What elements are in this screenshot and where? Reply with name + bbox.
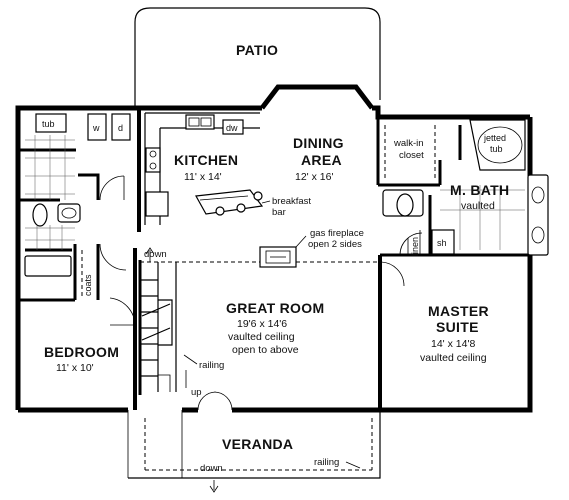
bath-tub: [24, 255, 72, 277]
breakfast-bar-island: [195, 189, 264, 215]
walkin-closet-label-line1: walk-in: [393, 138, 424, 149]
bedroom-size: 11' x 10': [56, 362, 94, 374]
master-suite-label-line1: MASTER: [428, 303, 489, 319]
kitchen: dw: [144, 112, 264, 225]
veranda-railing-label: railing: [314, 457, 339, 468]
jetted-tub: [469, 119, 526, 171]
mbath-toilet: [396, 193, 414, 217]
patio-label: PATIO: [236, 42, 278, 58]
laundry-tub: [35, 113, 67, 133]
laundry-area: tub w d: [25, 113, 131, 201]
fireplace-label-line1: gas fireplace: [310, 228, 364, 239]
fireplace-label-line2: open 2 sides: [308, 239, 362, 250]
stair-up-label: up: [191, 387, 202, 398]
dryer: [111, 113, 131, 141]
dishwasher-label: dw: [226, 123, 238, 133]
breakfast-bar-label-line1: breakfast: [272, 196, 311, 207]
bedroom-label: BEDROOM: [44, 344, 119, 360]
washer: [87, 113, 107, 141]
hall-bath: [24, 203, 127, 277]
master-suite-size: 14' x 14'8: [431, 338, 475, 350]
jetted-tub-label-line2: tub: [490, 144, 503, 154]
patio: [134, 7, 381, 108]
toilet: [32, 203, 48, 227]
laundry-tub-label: tub: [42, 119, 55, 129]
mbath-label: M. BATH: [450, 182, 509, 198]
kitchen-sink: [185, 114, 215, 130]
refrigerator: [145, 191, 169, 217]
great-room-note-line2: open to above: [232, 344, 299, 356]
stairs: [140, 247, 177, 392]
kitchen-size: 11' x 14': [184, 171, 222, 183]
stair-railing-label: railing: [199, 360, 224, 371]
shower-label: sh: [437, 238, 447, 248]
mbath-note: vaulted: [461, 200, 495, 212]
fireplace: [140, 235, 380, 268]
stair-down-label: down: [144, 249, 167, 260]
coats-closet: coats: [81, 250, 93, 296]
master-bath: [382, 119, 549, 256]
mbath-vanity: [527, 174, 549, 256]
dryer-label: d: [118, 123, 123, 133]
master-suite-label-line2: SUITE: [436, 319, 479, 335]
dining-label-line1: DINING: [293, 135, 344, 151]
linen-label: linen: [410, 237, 420, 256]
jetted-tub-label-line1: jetted: [483, 133, 506, 143]
kitchen-label: KITCHEN: [174, 152, 238, 168]
dishwasher: [222, 119, 244, 135]
washer-label: w: [92, 123, 100, 133]
doors: [109, 261, 405, 478]
great-room-note-line1: vaulted ceiling: [228, 331, 295, 343]
walkin-closet-label-line2: closet: [399, 150, 424, 161]
breakfast-bar-label-line2: bar: [272, 207, 286, 218]
great-room-size: 19'6 x 14'6: [237, 318, 287, 330]
shower: [431, 229, 455, 255]
dining-size: 12' x 16': [295, 171, 333, 183]
dining-label-line2: AREA: [301, 152, 342, 168]
veranda-label: VERANDA: [222, 436, 293, 452]
coats-label: coats: [83, 274, 93, 296]
vanity-sink: [57, 203, 81, 223]
veranda-down-label: down: [200, 463, 223, 474]
range: [145, 147, 161, 173]
great-room-label: GREAT ROOM: [226, 300, 324, 316]
veranda: [128, 410, 381, 493]
master-suite-note: vaulted ceiling: [420, 352, 487, 364]
